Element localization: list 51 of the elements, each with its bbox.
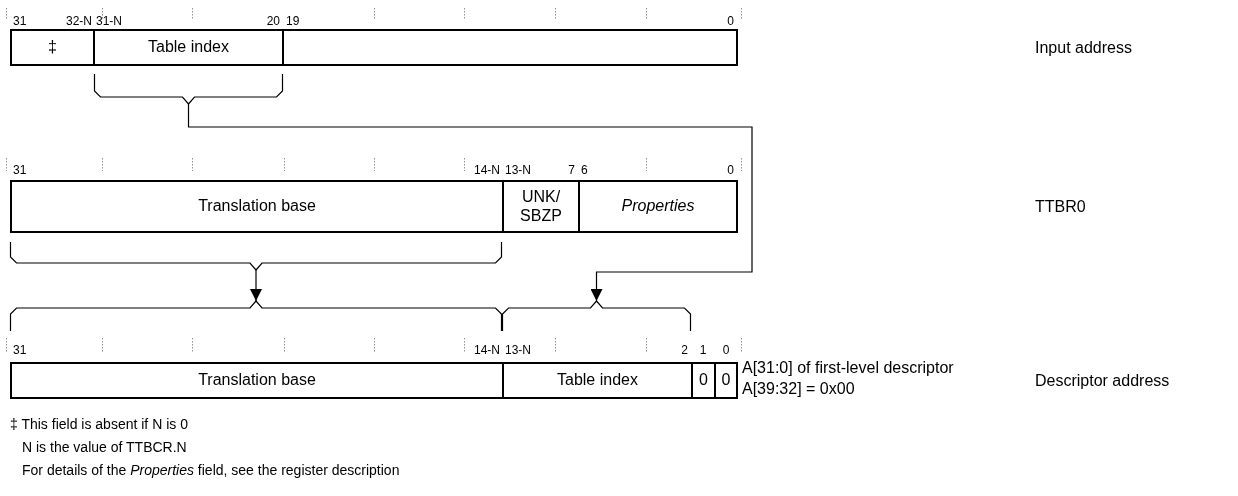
bit-number: 7 <box>568 163 575 177</box>
field-label: 0 <box>721 371 731 390</box>
field-label: UNK/ SBZP <box>519 188 563 225</box>
bit-number: 1 <box>699 343 707 357</box>
bit-number: 14-N <box>474 343 500 357</box>
bit-number: 13-N <box>505 163 531 177</box>
register-field <box>691 362 716 399</box>
bit-number: 2 <box>681 343 688 357</box>
field-label: Translation base <box>198 371 316 390</box>
bit-number: 32-N <box>66 14 92 28</box>
field-label: Table index <box>557 371 638 390</box>
field-label: Properties <box>621 197 695 216</box>
bit-number: 0 <box>727 14 734 28</box>
bit-number: 31 <box>13 163 27 177</box>
bit-number: 14-N <box>474 163 500 177</box>
bit-number: 6 <box>581 163 588 177</box>
bit-number: 0 <box>727 163 734 177</box>
footnote: ‡ This field is absent if N is 0 <box>10 416 188 433</box>
register-field <box>578 180 738 233</box>
register-field <box>502 362 693 399</box>
field-label: Translation base <box>198 197 316 216</box>
register-name: Descriptor address <box>1035 371 1170 390</box>
curly-brace <box>502 301 691 331</box>
curly-brace <box>10 242 502 270</box>
register-field <box>282 29 738 66</box>
bit-number: 13-N <box>505 343 531 357</box>
bit-number: 31 <box>13 14 27 28</box>
curly-brace <box>94 74 283 104</box>
descriptor-note: A[39:32] = 0x00 <box>742 379 855 398</box>
arrow <box>187 103 753 302</box>
field-label: Table index <box>148 38 229 57</box>
footnote: For details of the Properties field, see the register description <box>22 462 400 479</box>
footnote: N is the value of TTBCR.N <box>22 439 187 456</box>
register-field <box>10 180 504 233</box>
register-field <box>10 29 95 66</box>
field-label: 0 <box>699 371 708 390</box>
register-name: Input address <box>1035 38 1132 57</box>
register-field <box>714 362 738 399</box>
register-name: TTBR0 <box>1035 197 1086 216</box>
register-field <box>93 29 284 66</box>
bit-number: 31 <box>13 343 27 357</box>
register-field <box>502 180 580 233</box>
field-label: ‡ <box>48 38 57 57</box>
bit-number: 0 <box>722 343 730 357</box>
bit-number: 19 <box>286 14 300 28</box>
curly-brace <box>10 301 502 331</box>
bit-number: 20 <box>266 14 280 28</box>
bit-number: 31-N <box>96 14 122 28</box>
descriptor-note: A[31:0] of first-level descriptor <box>742 358 954 377</box>
arrow <box>250 269 262 302</box>
register-field <box>10 362 504 399</box>
